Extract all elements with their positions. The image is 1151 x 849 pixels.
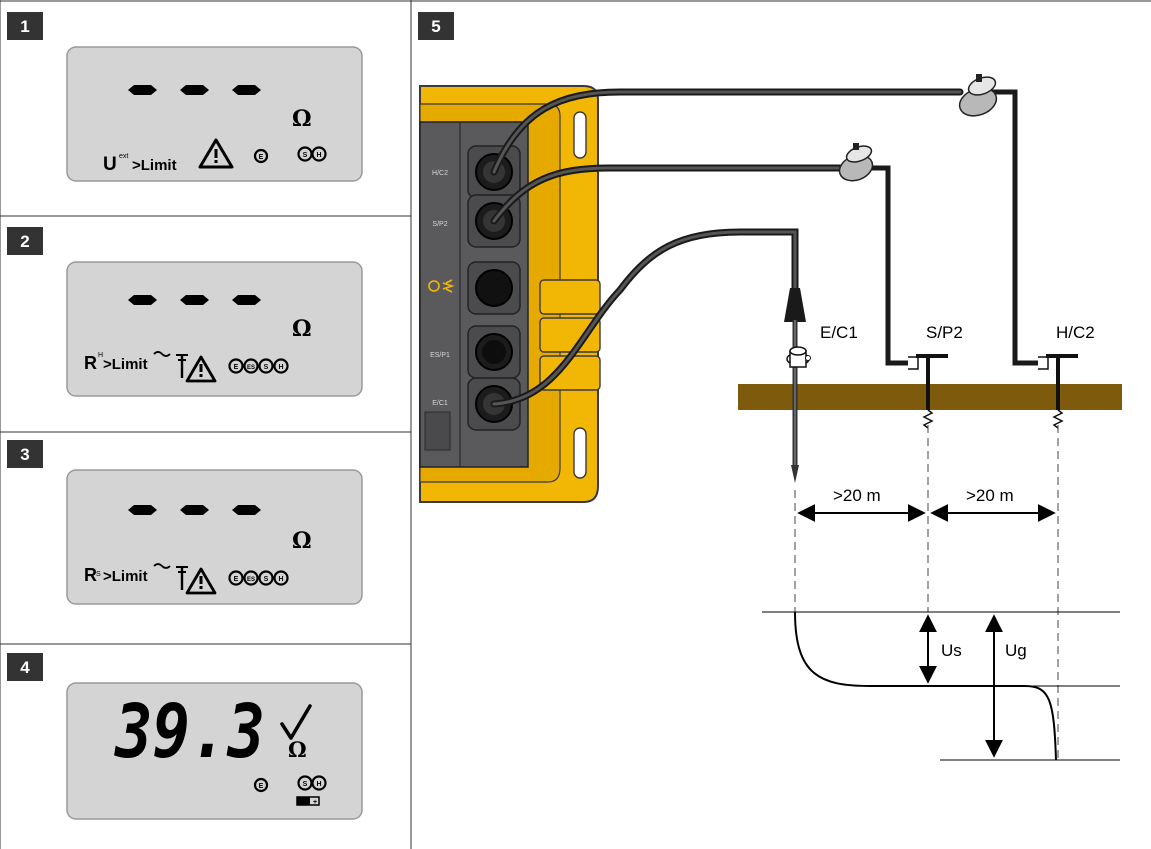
- earth-electrode-e: [784, 288, 811, 483]
- label-ug: Ug: [1005, 641, 1027, 660]
- panel-tag-1: 1: [7, 12, 43, 40]
- status-superscript: S: [96, 571, 101, 578]
- svg-text:H: H: [278, 576, 283, 583]
- svg-text:E: E: [259, 154, 264, 161]
- terminal-es-icon: ES: [243, 358, 259, 374]
- svg-text:H/C2: H/C2: [432, 170, 448, 177]
- terminal-e-icon: E: [228, 570, 244, 586]
- panel-tag-5: 5: [418, 12, 454, 40]
- svg-text:S: S: [264, 576, 269, 583]
- measurement-reading: 39.3: [113, 689, 265, 775]
- terminal-es-icon: ES: [243, 570, 259, 586]
- svg-text:S/P2: S/P2: [432, 221, 447, 228]
- dash-segments: [128, 85, 261, 95]
- terminal-s-icon: S: [258, 358, 274, 374]
- svg-text:S: S: [264, 364, 269, 371]
- svg-text:E: E: [234, 576, 239, 583]
- label-e-c1: E/C1: [820, 323, 858, 342]
- panel-number: 2: [20, 232, 29, 251]
- dash-segments: [128, 505, 261, 515]
- panel-number: 4: [20, 658, 30, 677]
- label-s-p2: S/P2: [926, 323, 963, 342]
- ohm-unit: Ω: [288, 737, 307, 762]
- test-cables: [490, 88, 1043, 408]
- status-limit-text: >Limit: [132, 157, 177, 174]
- panel-tag-4: 4: [7, 653, 43, 681]
- svg-text:ES: ES: [247, 365, 255, 371]
- svg-text:S: S: [303, 152, 308, 159]
- terminal-e-icon: E: [253, 777, 269, 793]
- status-main: U: [103, 154, 117, 175]
- svg-text:E/C1: E/C1: [432, 400, 448, 407]
- dash-segments: [128, 295, 261, 305]
- panel-tag-3: 3: [7, 440, 43, 468]
- panel-number: 1: [20, 17, 29, 36]
- terminal-h-icon: H: [273, 570, 289, 586]
- svg-text:E: E: [234, 364, 239, 371]
- check-icon: [280, 704, 312, 740]
- terminal-h-icon: H: [311, 775, 327, 791]
- lcd-display-2: Ω R H >Limit E ES S H: [66, 261, 363, 397]
- ohm-unit: Ω: [292, 106, 312, 132]
- cable-reel-h: [958, 74, 998, 117]
- status-superscript: H: [98, 352, 103, 359]
- svg-text:S: S: [303, 781, 308, 788]
- terminal-h-icon: H: [273, 358, 289, 374]
- ohm-unit: Ω: [292, 316, 312, 342]
- lcd-display-4: 39.3 Ω E S H +: [66, 682, 363, 820]
- panel-tag-2: 2: [7, 227, 43, 255]
- probe-s-p2: [908, 354, 948, 429]
- probe-warning-icon: [153, 351, 217, 383]
- status-limit-text: >Limit: [103, 356, 148, 373]
- distance-label-1: >20 m: [833, 486, 881, 505]
- probe-warning-icon: [153, 563, 217, 595]
- status-main: R: [84, 565, 97, 585]
- panel-number: 3: [20, 445, 29, 464]
- battery-icon: +: [296, 796, 320, 806]
- label-us: Us: [941, 641, 962, 660]
- jack-es-p1: ES/P1: [430, 325, 521, 379]
- svg-text:H: H: [316, 781, 321, 788]
- label-h-c2: H/C2: [1056, 323, 1095, 342]
- terminal-e-icon: E: [228, 358, 244, 374]
- lcd-display-3: Ω R S >Limit E ES S H: [66, 469, 363, 605]
- lcd-display-1: Ω U ext >Limit E S H: [66, 46, 363, 182]
- panel-number: 5: [431, 17, 440, 36]
- ohm-unit: Ω: [292, 528, 312, 554]
- svg-text:ES: ES: [247, 577, 255, 583]
- svg-text:+: +: [313, 799, 317, 806]
- svg-text:H: H: [278, 364, 283, 371]
- clamp-icon: [428, 279, 455, 293]
- svg-text:H: H: [316, 152, 321, 159]
- potential-graph: [762, 611, 1120, 761]
- cable-reel-s: [838, 143, 874, 182]
- dashed-guides: [794, 425, 1059, 760]
- svg-text:ES/P1: ES/P1: [430, 352, 450, 359]
- probe-h-c2: [1038, 354, 1078, 429]
- earth-tester-instrument: H/C2 S/P2 ES/P1 E/C1: [419, 85, 601, 503]
- status-limit-text: >Limit: [103, 568, 148, 585]
- status-superscript: ext: [119, 153, 128, 160]
- terminal-e-icon: E: [253, 148, 269, 164]
- terminal-s-icon: S: [258, 570, 274, 586]
- status-main: R: [84, 353, 97, 373]
- warning-icon: [198, 138, 234, 169]
- svg-text:E: E: [259, 783, 264, 790]
- distance-label-2: >20 m: [966, 486, 1014, 505]
- terminal-h-icon: H: [311, 146, 327, 162]
- jack-clamp: [428, 261, 521, 315]
